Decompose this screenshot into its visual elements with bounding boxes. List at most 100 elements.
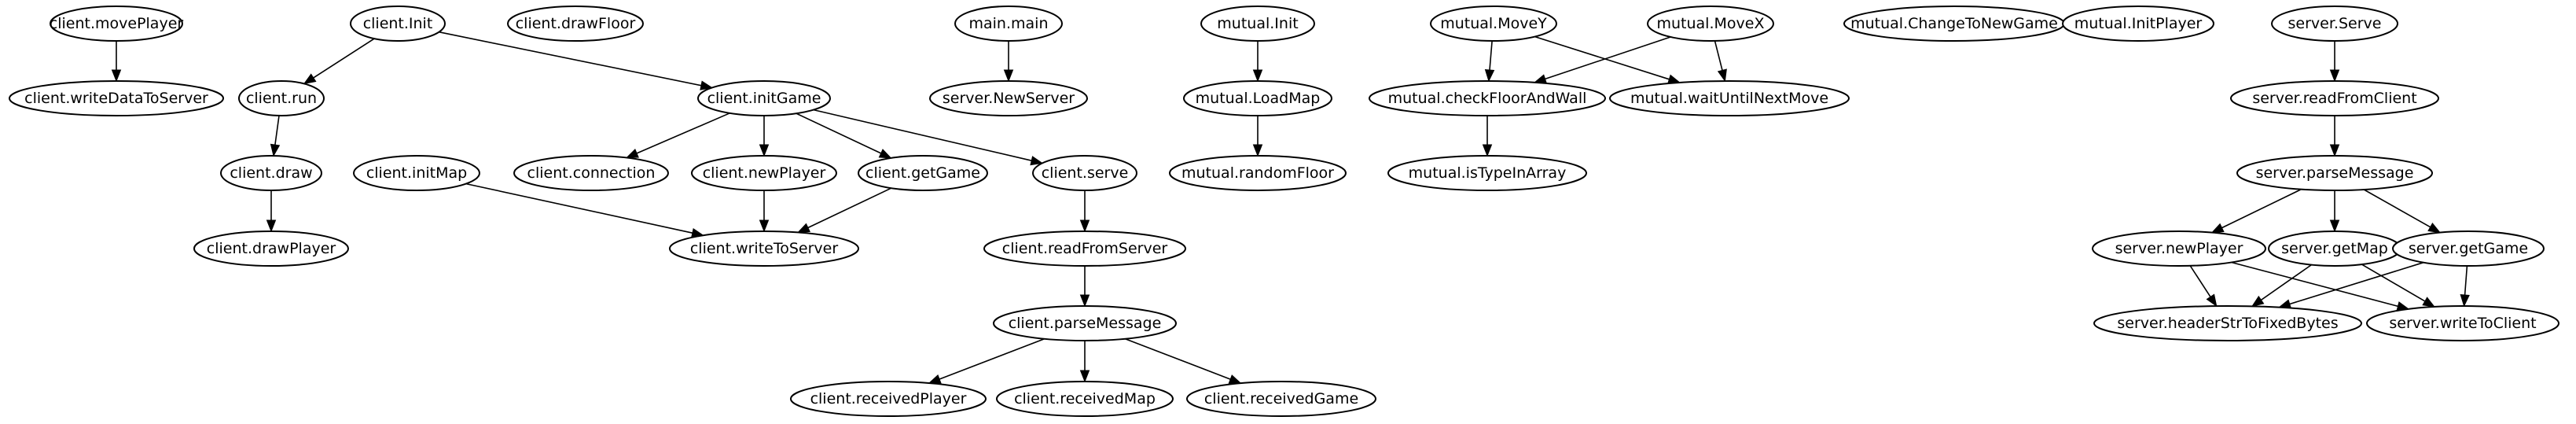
edge-line (2189, 265, 2211, 297)
arrowhead (1482, 144, 1493, 157)
node-mutual-waitUntilNextMove[interactable]: mutual.waitUntilNextMove (1609, 80, 1850, 116)
arrowhead (111, 69, 122, 83)
node-server-Serve[interactable]: server.Serve (2271, 6, 2398, 42)
edge-mutual_MoveY-to-mutual_waitUntilNextMove (1534, 35, 1681, 84)
node-shape (238, 80, 325, 116)
node-label: server.getGame (2409, 240, 2528, 257)
node-shape (1609, 80, 1850, 116)
edge-mutual_Init-to-mutual_LoadMap (1252, 41, 1263, 83)
edge-line (439, 31, 702, 87)
edge-client_parseMessage-to-client_receivedPlayer (928, 337, 1045, 384)
node-mutual-MoveX[interactable]: mutual.MoveX (1647, 6, 1774, 42)
node-label: mutual.ChangeToNewGame (1850, 15, 2058, 32)
node-client-movePlayer[interactable]: client.movePlayer (50, 6, 184, 42)
node-label: mutual.waitUntilNextMove (1630, 90, 1828, 107)
node-shape (1387, 155, 1587, 191)
node-client-Init[interactable]: client.Init (350, 6, 446, 42)
node-label: client.drawPlayer (207, 240, 336, 257)
node-shape (669, 230, 859, 267)
arrowhead (1003, 69, 1014, 83)
node-server-parseMessage[interactable]: server.parseMessage (2236, 155, 2433, 191)
edge-client_run-to-client_draw (270, 115, 281, 157)
node-client-newPlayer[interactable]: client.newPlayer (691, 155, 837, 191)
node-mutual-ChangeToNewGame[interactable]: mutual.ChangeToNewGame (1843, 6, 2065, 42)
edge-mutual_MoveX-to-mutual_waitUntilNextMove (1714, 40, 1727, 83)
node-label: mutual.MoveX (1657, 15, 1765, 32)
node-client-writeDataToServer[interactable]: client.writeDataToServer (9, 80, 224, 116)
node-client-receivedGame[interactable]: client.receivedGame (1186, 381, 1376, 417)
node-server-headerStrToFixedBytes[interactable]: server.headerStrToFixedBytes (2093, 305, 2362, 341)
node-label: client.initMap (366, 164, 467, 182)
node-client-receivedPlayer[interactable]: client.receivedPlayer (790, 381, 987, 417)
node-server-readFromClient[interactable]: server.readFromClient (2230, 80, 2439, 116)
edge-server_getMap-to-server_headerStrToFixedBytes (2251, 264, 2312, 308)
node-label: client.movePlayer (50, 15, 184, 32)
node-client-draw[interactable]: client.draw (220, 155, 322, 191)
arrowhead (700, 80, 714, 90)
edge-server_getGame-to-server_writeToClient (2460, 265, 2470, 308)
node-server-getMap[interactable]: server.getMap (2268, 230, 2401, 267)
node-server-writeToClient[interactable]: server.writeToClient (2366, 305, 2559, 341)
node-label: client.writeDataToServer (24, 90, 208, 107)
node-client-getGame[interactable]: client.getGame (858, 155, 988, 191)
node-mutual-LoadMap[interactable]: mutual.LoadMap (1183, 80, 1332, 116)
node-shape (697, 80, 831, 116)
node-client-readFromServer[interactable]: client.readFromServer (983, 230, 1186, 267)
node-client-writeToServer[interactable]: client.writeToServer (669, 230, 859, 267)
arrowhead (1079, 370, 1090, 383)
arrowhead (2329, 219, 2340, 233)
node-client-parseMessage[interactable]: client.parseMessage (993, 305, 1177, 341)
edge-server_newPlayer-to-server_writeToClient (2231, 261, 2410, 312)
node-label: server.Serve (2288, 15, 2382, 32)
edge-main_main-to-server_NewServer (1003, 41, 1014, 83)
node-client-drawPlayer[interactable]: client.drawPlayer (193, 230, 349, 267)
node-label: client.initGame (707, 90, 821, 107)
edge-line (1545, 36, 1671, 80)
arrowhead (2329, 69, 2340, 83)
node-mutual-randomFloor[interactable]: mutual.randomFloor (1169, 155, 1347, 191)
arrowhead (759, 219, 770, 233)
node-server-newPlayer[interactable]: server.newPlayer (2092, 230, 2266, 267)
node-mutual-isTypeInArray[interactable]: mutual.isTypeInArray (1387, 155, 1587, 191)
node-label: server.readFromClient (2252, 90, 2416, 107)
node-label: mutual.checkFloorAndWall (1388, 90, 1587, 107)
node-client-connection[interactable]: client.connection (513, 155, 669, 191)
node-mutual-InitPlayer[interactable]: mutual.InitPlayer (2062, 6, 2214, 42)
node-mutual-MoveY[interactable]: mutual.MoveY (1430, 6, 1557, 42)
node-shape (1169, 155, 1347, 191)
node-server-NewServer[interactable]: server.NewServer (929, 80, 1088, 116)
edge-line (796, 112, 882, 154)
node-shape (50, 6, 183, 42)
node-shape (193, 230, 349, 267)
edge-mutual_checkFloorAndWall-to-mutual_isTypeInArray (1482, 116, 1493, 157)
node-client-drawFloor[interactable]: client.drawFloor (507, 6, 644, 42)
node-client-initGame[interactable]: client.initGame (697, 80, 831, 116)
node-label: client.receivedPlayer (810, 390, 967, 407)
node-shape (929, 80, 1088, 116)
arrowhead (1030, 156, 1044, 166)
node-shape (1186, 381, 1376, 417)
node-client-run[interactable]: client.run (238, 80, 325, 116)
node-label: mutual.Init (1217, 15, 1298, 32)
node-label: client.receivedGame (1204, 390, 1358, 407)
edge-line (313, 38, 375, 79)
node-shape (513, 155, 669, 191)
node-client-receivedMap[interactable]: client.receivedMap (996, 381, 1174, 417)
node-server-getGame[interactable]: server.getGame (2392, 230, 2545, 267)
node-label: mutual.InitPlayer (2074, 15, 2203, 32)
edges-layer (111, 31, 2470, 384)
edge-server_newPlayer-to-server_headerStrToFixedBytes (2189, 265, 2218, 308)
node-shape (1032, 155, 1137, 191)
node-label: client.newPlayer (703, 164, 826, 182)
arrowhead (2460, 294, 2470, 308)
node-shape (2392, 230, 2545, 267)
arrowhead (625, 149, 639, 159)
node-mutual-Init[interactable]: mutual.Init (1200, 6, 1315, 42)
node-shape (983, 230, 1186, 267)
node-main-main[interactable]: main.main (954, 6, 1063, 42)
node-client-serve[interactable]: client.serve (1032, 155, 1137, 191)
node-client-initMap[interactable]: client.initMap (353, 155, 480, 191)
edge-client_getGame-to-client_writeToServer (796, 187, 892, 234)
node-mutual-checkFloorAndWall[interactable]: mutual.checkFloorAndWall (1369, 80, 1606, 116)
